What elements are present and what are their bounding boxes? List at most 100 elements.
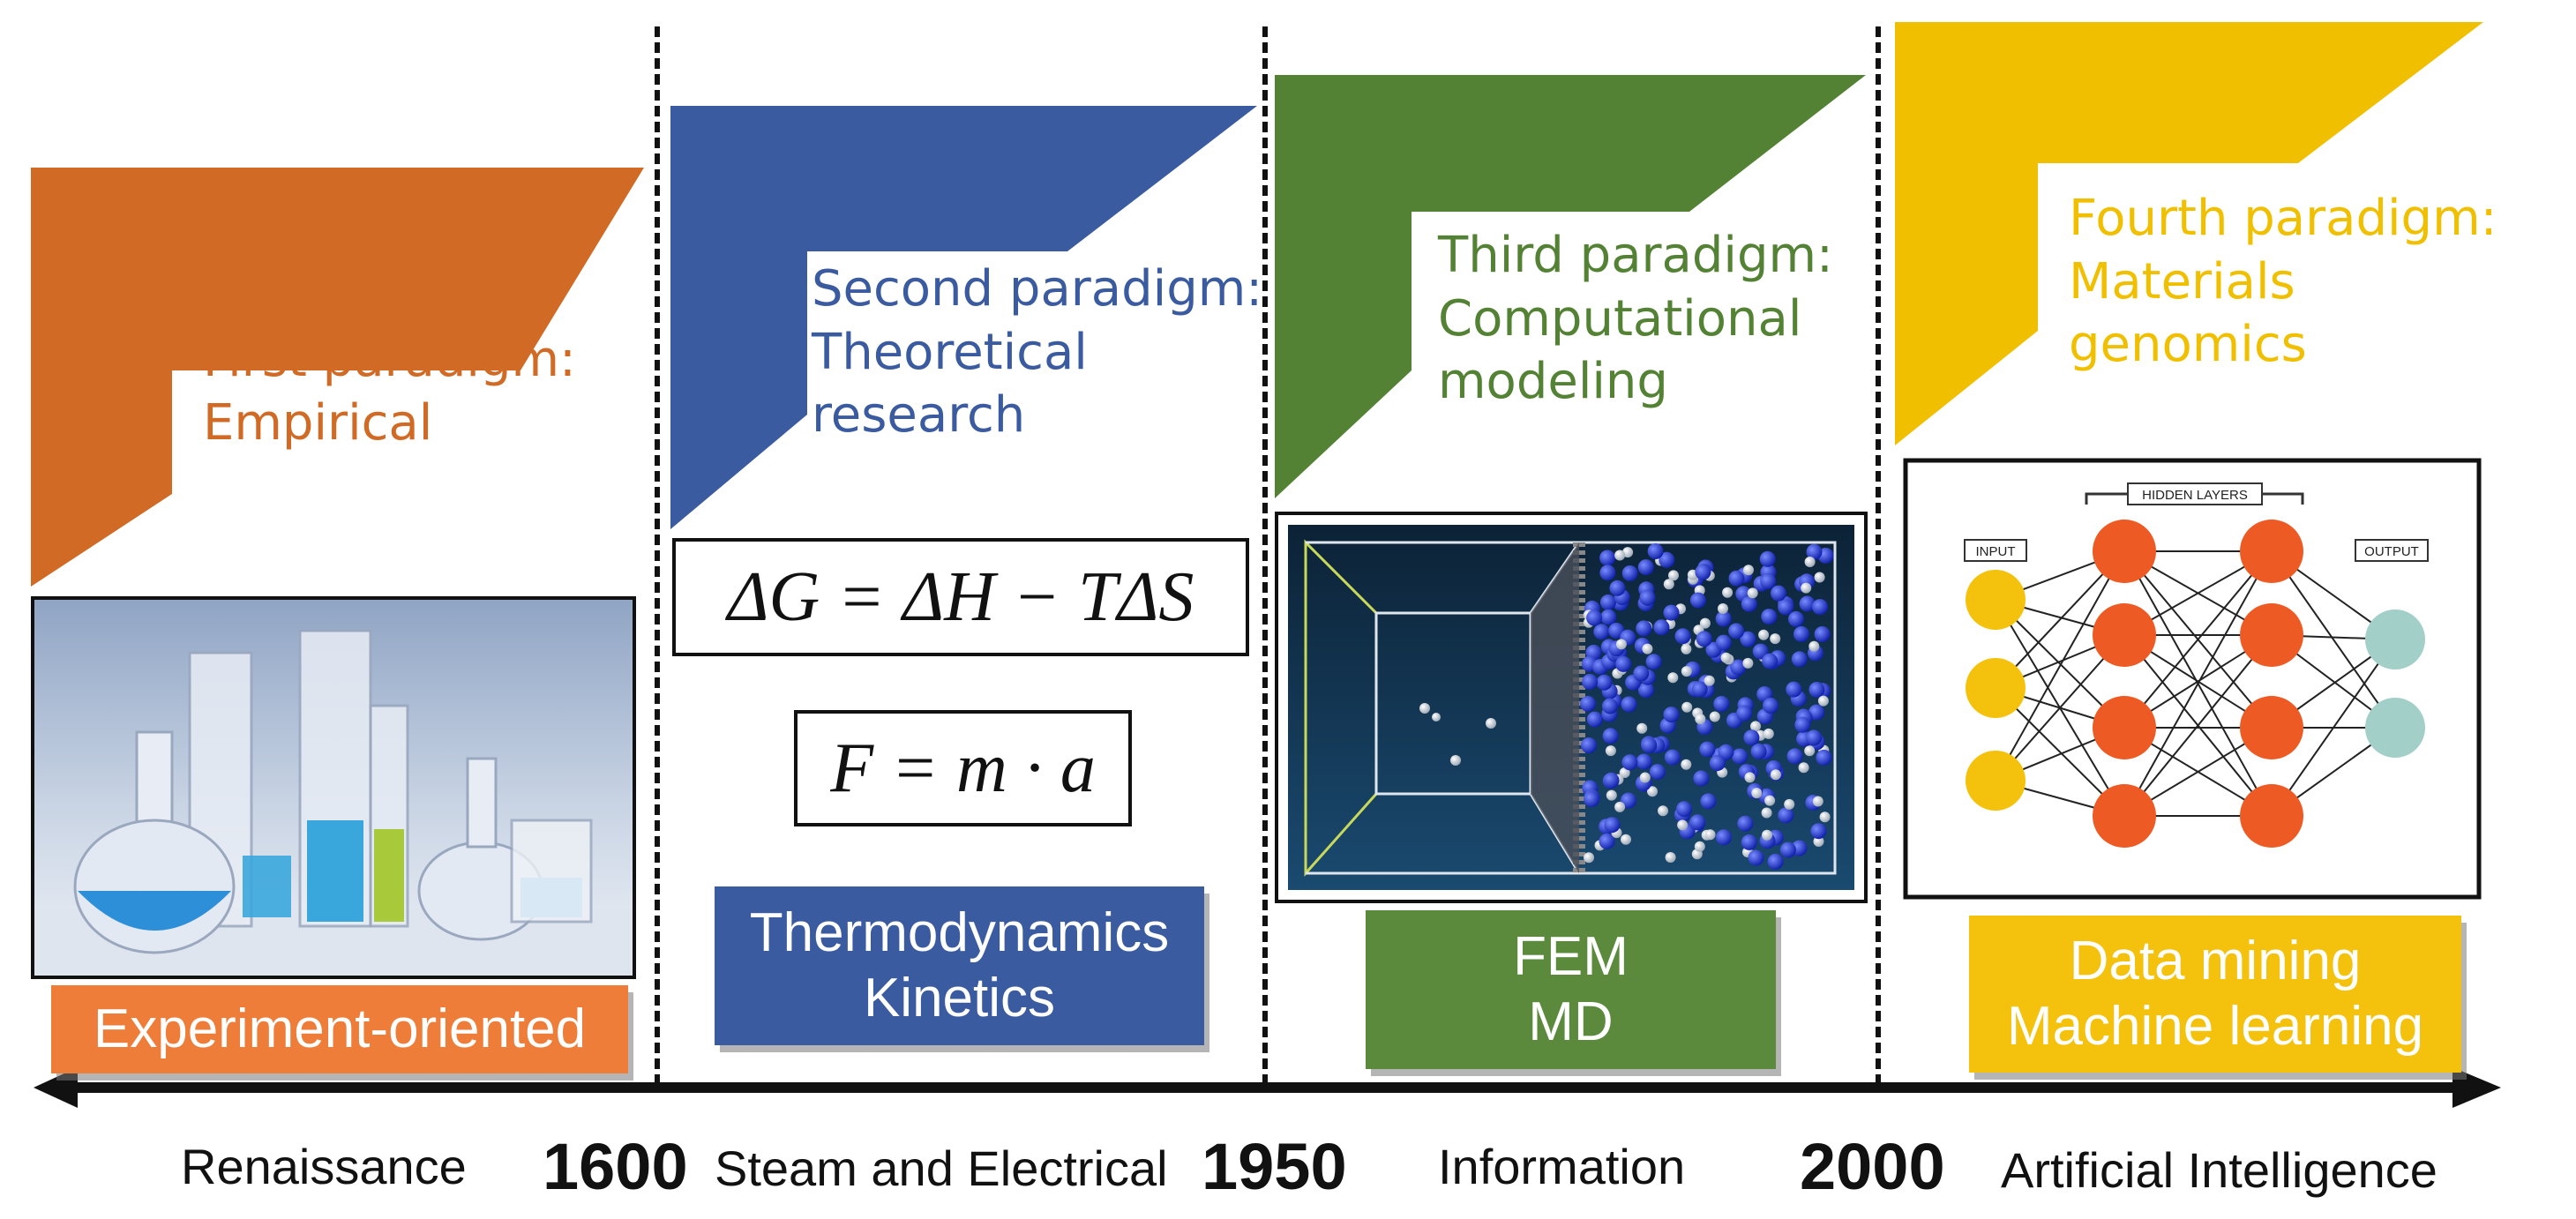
md-atom: [1614, 550, 1626, 561]
md-atom: [1771, 585, 1786, 602]
nn-connection: [1995, 634, 2125, 782]
md-atom: [1743, 565, 1754, 576]
era-information: Information: [1438, 1139, 1686, 1194]
md-atom: [1761, 609, 1778, 625]
md-atom: [1664, 749, 1681, 766]
md-atom: [1681, 643, 1692, 654]
md-atom: [1736, 705, 1753, 722]
badge-thermodynamics-kinetics: Thermodynamics Kinetics: [715, 886, 1204, 1045]
md-atom: [1801, 582, 1812, 594]
md-atom: [1819, 811, 1831, 823]
md-atom: [1681, 701, 1693, 713]
md-atom: [1788, 610, 1804, 627]
md-atom: [1709, 755, 1726, 772]
md-atom: [1695, 714, 1706, 725]
md-atom: [1764, 795, 1776, 806]
md-atom: [1760, 573, 1777, 589]
paradigm-2-banner: [670, 106, 1257, 529]
md-atom: [1599, 550, 1616, 566]
md-atom: [1794, 716, 1811, 733]
nn-node: [2240, 696, 2303, 759]
paradigm-1-title: First paradigm: Empirical: [203, 331, 576, 452]
md-atom: [1639, 772, 1651, 783]
md-atom: [1681, 666, 1692, 677]
md-atom: [1709, 711, 1720, 722]
md-atom: [1741, 595, 1757, 612]
md-atom: [1639, 589, 1656, 606]
nn-connection: [1995, 550, 2125, 782]
md-atom: [1621, 565, 1638, 581]
md-atom: [1808, 704, 1825, 721]
equation-gibbs: ΔG = ΔH − TΔS: [672, 538, 1249, 656]
md-atom: [1659, 551, 1675, 568]
md-atom: [1744, 772, 1756, 783]
era-artificial-intelligence: Artificial Intelligence: [2001, 1142, 2437, 1198]
md-atom: [1816, 749, 1832, 766]
md-atom: [1728, 570, 1745, 587]
year-2000: 2000: [1800, 1130, 1945, 1203]
md-atom: [1694, 841, 1705, 852]
md-atom: [1599, 565, 1616, 581]
md-atom: [1608, 623, 1625, 639]
md-atom: [1580, 695, 1596, 712]
md-atom: [1596, 674, 1613, 691]
md-atom: [1808, 682, 1825, 698]
nn-node: [2365, 698, 2425, 758]
md-atom: [1621, 754, 1638, 771]
md-atom: [1761, 807, 1772, 819]
nn-node: [2093, 696, 2156, 759]
md-atom: [1762, 653, 1778, 669]
md-atom: [1793, 625, 1809, 642]
md-atom: [1621, 696, 1637, 713]
md-atom: [1647, 786, 1658, 797]
era-renaissance: Renaissance: [181, 1139, 467, 1194]
md-atom: [1791, 651, 1808, 668]
divider-1950: [1262, 26, 1268, 1085]
md-atom: [1699, 741, 1716, 758]
md-atom: [1605, 745, 1616, 757]
md-atom: [1806, 729, 1823, 746]
badge-data-mining-ml: Data mining Machine learning: [1969, 916, 2461, 1073]
md-atom: [1812, 796, 1823, 807]
nn-node: [2240, 520, 2303, 583]
md-atom: [1808, 640, 1820, 652]
md-atom: [1676, 801, 1692, 818]
md-atom: [1762, 829, 1772, 841]
md-atom: [1700, 793, 1717, 810]
md-atom: [1813, 836, 1824, 847]
md-atom: [1786, 681, 1802, 698]
md-atom: [1691, 681, 1708, 698]
md-atom: [1758, 629, 1770, 640]
md-atom: [1798, 762, 1809, 774]
md-atom: [1804, 557, 1816, 567]
nn-input-label: INPUT: [1976, 544, 2016, 559]
molecular-dynamics-image: [1275, 512, 1868, 903]
md-atom: [1593, 624, 1610, 640]
md-atom: [1653, 619, 1670, 636]
md-atom: [1814, 572, 1825, 583]
md-atom: [1667, 672, 1679, 684]
md-atom: [1600, 594, 1616, 610]
md-atom: [1804, 745, 1816, 757]
nn-node: [2093, 603, 2156, 667]
md-atom: [1637, 559, 1654, 576]
md-atom: [1600, 609, 1617, 625]
divider-2000: [1876, 26, 1881, 1085]
md-atom: [1606, 789, 1617, 801]
paradigm-3-banner: [1275, 75, 1866, 498]
md-atom: [1759, 550, 1776, 567]
md-atom: [1681, 759, 1692, 770]
paradigm-4-banner: [1895, 22, 2483, 445]
md-atom: [1604, 817, 1621, 834]
md-atom: [1663, 604, 1680, 621]
nn-node: [2093, 520, 2156, 583]
nn-hidden-label: HIDDEN LAYERS: [2142, 488, 2248, 503]
timeline-arrow: [34, 1067, 2501, 1108]
neural-network-diagram: HIDDEN LAYERS INPUT OUTPUT: [1903, 458, 2482, 900]
md-atom: [1584, 791, 1600, 807]
md-atom: [1778, 599, 1794, 616]
md-atom: [1718, 744, 1734, 760]
md-atom: [1637, 682, 1654, 699]
md-atom: [1786, 748, 1803, 765]
md-atom: [1799, 595, 1816, 612]
